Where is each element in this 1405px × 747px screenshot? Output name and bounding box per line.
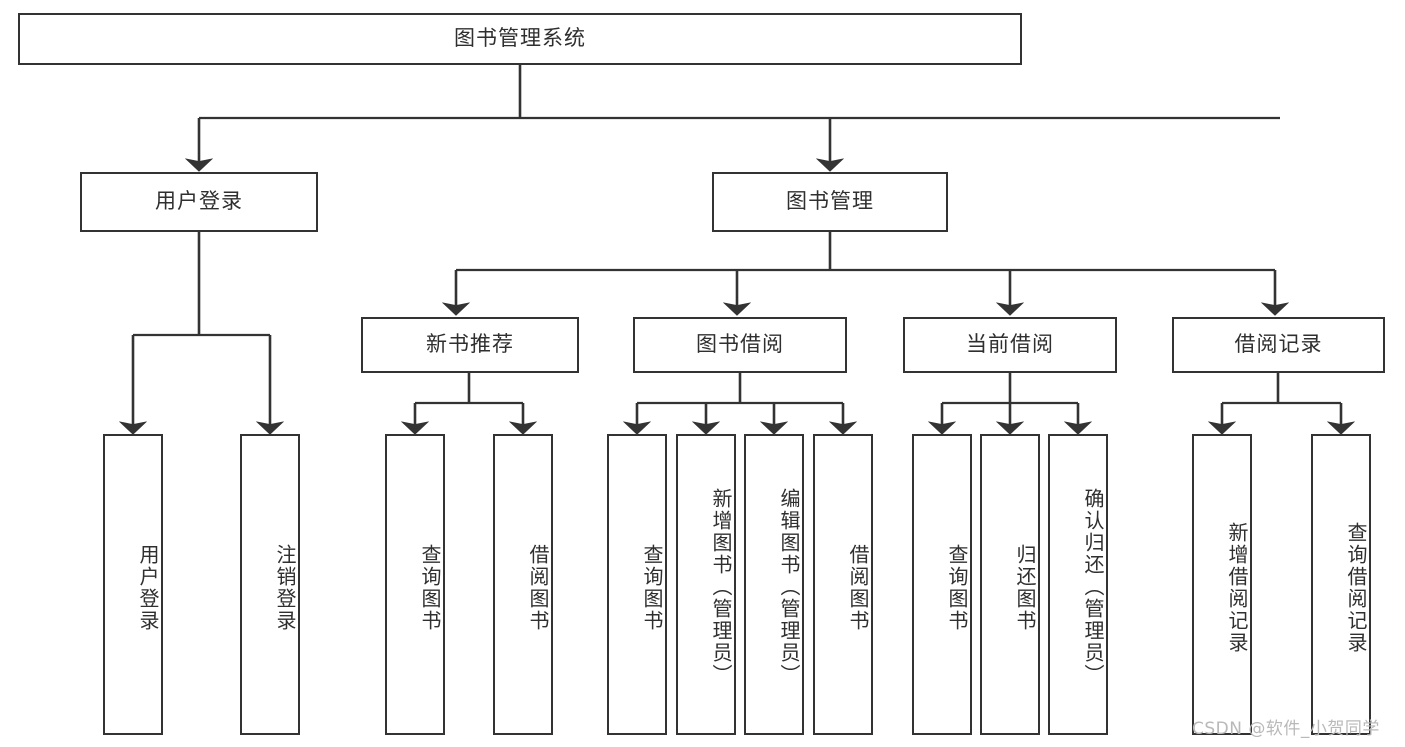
node-current-borrow[interactable]: 当前借阅 — [903, 317, 1117, 373]
node-leaf-borrow-book-recommend[interactable]: 借阅图书 — [493, 434, 553, 735]
node-label: 查询图书 — [418, 543, 442, 632]
node-leaf-add-borrow-record[interactable]: 新增借阅记录 — [1192, 434, 1252, 735]
node-leaf-return-book[interactable]: 归还图书 — [980, 434, 1040, 735]
node-label: 注销登录 — [273, 543, 297, 632]
node-user-login[interactable]: 用户登录 — [80, 172, 318, 232]
node-book-borrow[interactable]: 图书借阅 — [633, 317, 847, 373]
node-root-system[interactable]: 图书管理系统 — [18, 13, 1022, 65]
node-book-management[interactable]: 图书管理 — [712, 172, 948, 232]
node-label: 用户登录 — [136, 543, 160, 632]
node-label: 借阅记录 — [1234, 332, 1323, 357]
node-leaf-query-book-current[interactable]: 查询图书 — [912, 434, 972, 735]
node-label: 借阅图书 — [526, 543, 550, 632]
node-leaf-query-book-borrow[interactable]: 查询图书 — [607, 434, 667, 735]
node-label: 查询图书 — [945, 543, 969, 632]
node-leaf-user-login[interactable]: 用户登录 — [103, 434, 163, 735]
node-label: 图书管理系统 — [454, 26, 586, 51]
node-label: 确认归还（管理员） — [1081, 487, 1105, 686]
node-label: 用户登录 — [155, 189, 243, 214]
node-leaf-confirm-return-admin[interactable]: 确认归还（管理员） — [1048, 434, 1108, 735]
node-label: 归还图书 — [1013, 543, 1037, 632]
node-leaf-borrow-book[interactable]: 借阅图书 — [813, 434, 873, 735]
node-leaf-add-book-admin[interactable]: 新增图书（管理员） — [676, 434, 736, 735]
node-label: 借阅图书 — [846, 543, 870, 632]
node-label: 当前借阅 — [966, 332, 1054, 357]
node-label: 图书借阅 — [696, 332, 784, 357]
node-leaf-edit-book-admin[interactable]: 编辑图书（管理员） — [744, 434, 804, 735]
node-leaf-logout[interactable]: 注销登录 — [240, 434, 300, 735]
watermark-text: CSDN @软件_小贺同学 — [1192, 719, 1380, 739]
node-label: 新增借阅记录 — [1225, 521, 1249, 654]
node-label: 编辑图书（管理员） — [777, 487, 801, 686]
node-leaf-query-borrow-record[interactable]: 查询借阅记录 — [1311, 434, 1371, 735]
node-label: 查询图书 — [640, 543, 664, 632]
node-new-book-recommend[interactable]: 新书推荐 — [361, 317, 579, 373]
node-label: 新书推荐 — [426, 332, 514, 357]
node-label: 新增图书（管理员） — [709, 487, 733, 686]
node-label: 图书管理 — [786, 189, 874, 214]
node-label: 查询借阅记录 — [1344, 521, 1368, 654]
node-borrow-record[interactable]: 借阅记录 — [1172, 317, 1385, 373]
node-leaf-query-book-recommend[interactable]: 查询图书 — [385, 434, 445, 735]
